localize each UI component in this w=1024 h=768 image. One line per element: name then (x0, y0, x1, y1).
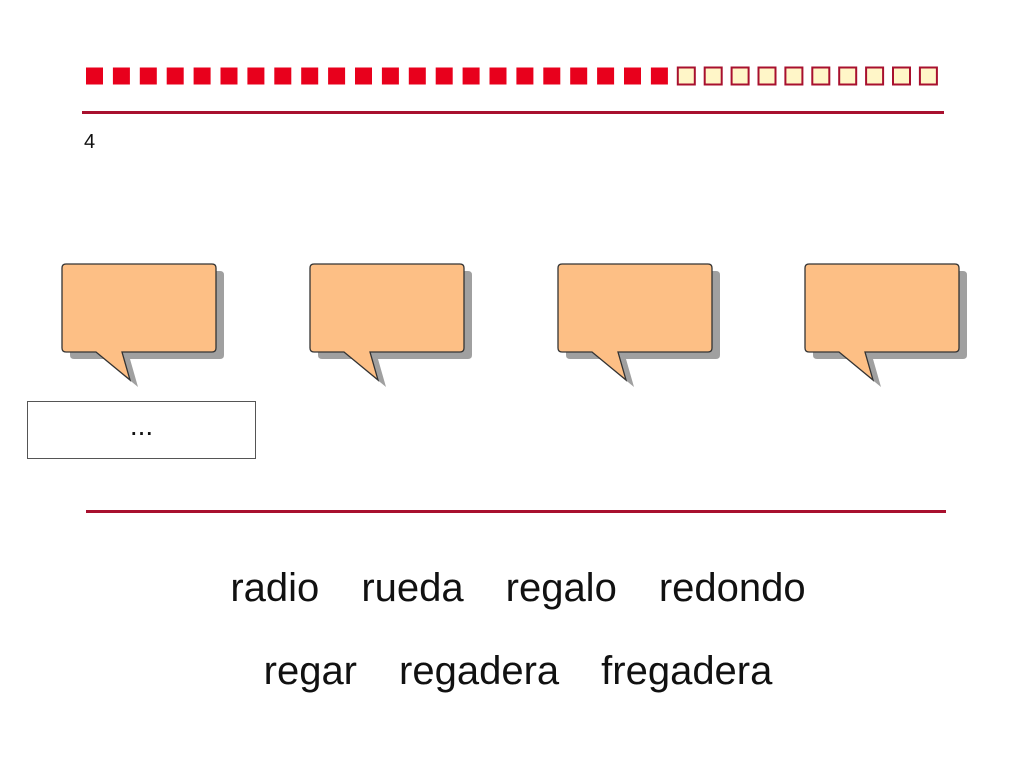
progress-square-done (355, 67, 372, 85)
progress-square-done (112, 67, 130, 85)
bottom-divider (86, 510, 946, 513)
bubble-body (804, 263, 960, 382)
progress-square-done (220, 67, 238, 85)
progress-square-pending (703, 66, 723, 86)
progress-square-pending (838, 66, 858, 86)
progress-square-pending (757, 66, 777, 86)
speech-bubble-1 (61, 263, 224, 387)
progress-square-done (166, 67, 184, 85)
progress-square-done (543, 67, 561, 85)
bubble-body (557, 263, 713, 382)
progress-square-done (86, 67, 103, 85)
progress-square-done (570, 67, 588, 85)
word-item: regalo (505, 566, 617, 610)
progress-square-done (247, 67, 265, 85)
word-item: rueda (361, 566, 464, 610)
progress-square-done (597, 67, 615, 85)
bubble-body (61, 263, 217, 382)
word-item: redondo (658, 566, 806, 610)
progress-square-done (193, 67, 211, 85)
progress-squares (86, 66, 938, 86)
progress-square-done (650, 67, 668, 85)
word-item: regar (263, 649, 358, 693)
progress-square-done (489, 67, 507, 85)
speech-bubble-2 (309, 263, 472, 387)
progress-square-done (408, 67, 426, 85)
progress-square-done (139, 67, 157, 85)
progress-square-done (328, 67, 346, 85)
answer-box[interactable]: ... (27, 401, 256, 459)
progress-square-done (624, 67, 641, 85)
progress-square-pending (811, 66, 831, 86)
answer-placeholder: ... (129, 410, 154, 441)
progress-square-pending (892, 66, 911, 86)
speech-bubble-3 (557, 263, 720, 387)
slide-number: 4 (84, 131, 96, 153)
word-row-1: radio rueda regalo redondo (6, 568, 1024, 608)
progress-square-done (274, 67, 292, 85)
progress-square-pending (865, 66, 885, 86)
bubble-body (309, 263, 465, 382)
word-item: regadera (399, 649, 560, 693)
word-item: radio (230, 566, 320, 610)
progress-square-done (435, 67, 453, 85)
progress-square-done (301, 67, 319, 85)
progress-square-pending (730, 66, 750, 86)
speech-bubble-4 (804, 263, 967, 387)
progress-square-done (381, 67, 399, 85)
progress-square-pending (784, 66, 804, 86)
top-divider (82, 111, 944, 114)
progress-square-pending (676, 66, 696, 86)
progress-square-pending (918, 66, 938, 86)
progress-square-done (462, 67, 480, 85)
word-item: fregadera (601, 649, 773, 693)
progress-square-done (516, 67, 534, 85)
word-row-2: regar regadera fregadera (6, 651, 1024, 691)
